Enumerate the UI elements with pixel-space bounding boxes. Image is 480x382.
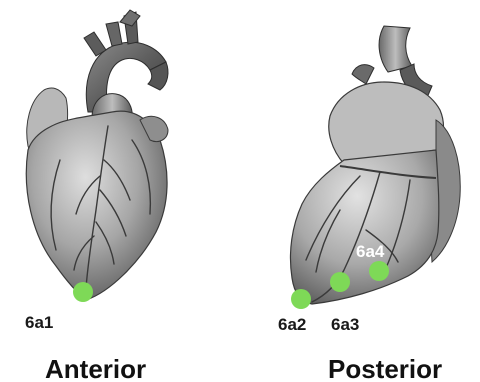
marker-6a1 xyxy=(73,282,93,302)
marker-6a2 xyxy=(291,289,311,309)
point-label-6a3: 6a3 xyxy=(331,315,359,334)
aortic-arch xyxy=(84,10,168,112)
anterior-heart xyxy=(26,10,168,300)
posterior-ventricles xyxy=(290,150,438,304)
view-title-posterior: Posterior xyxy=(328,354,442,382)
view-title-anterior: Anterior xyxy=(45,354,146,382)
point-label-6a4: 6a4 xyxy=(356,242,385,261)
marker-6a4 xyxy=(369,261,389,281)
marker-6a3 xyxy=(330,272,350,292)
point-label-6a2: 6a2 xyxy=(278,315,306,334)
point-label-6a1: 6a1 xyxy=(25,313,53,332)
